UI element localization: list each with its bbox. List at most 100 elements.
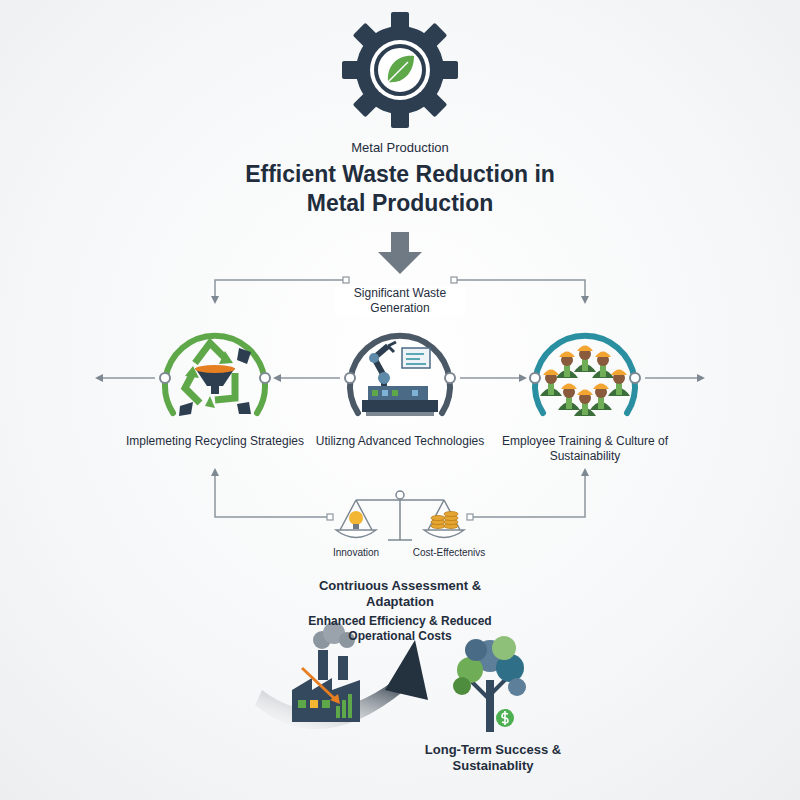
gear-icon [342, 12, 458, 128]
text-label: Enhanced Efficiency & Reduced Operationa… [290, 614, 510, 644]
svg-path [215, 470, 330, 517]
text-label: Metal Production [300, 140, 500, 156]
connector-arrow [275, 377, 340, 379]
svg-rect [564, 365, 570, 377]
svg-rect [318, 650, 328, 680]
svg-path [385, 640, 428, 700]
svg-path [388, 56, 414, 82]
svg-circle [496, 709, 514, 727]
svg-path [378, 252, 422, 274]
svg-rect [353, 524, 359, 529]
svg-rect [486, 680, 494, 732]
bulb-icon [349, 511, 363, 529]
svg-rect [451, 277, 457, 283]
svg-rect [548, 383, 554, 395]
svg-rect [392, 390, 398, 396]
svg-path [302, 668, 336, 700]
svg-rect [467, 514, 473, 520]
svg-path [388, 342, 396, 352]
node-label: Utilizng Advanced Technologies [300, 434, 500, 449]
svg-rect [343, 277, 349, 283]
circle-outline [525, 318, 645, 438]
svg-rect [362, 400, 438, 412]
svg-circle [376, 46, 424, 94]
svg-circle [160, 373, 170, 383]
svg-rect [412, 390, 418, 396]
svg-ellipse [431, 516, 445, 521]
svg-rect [338, 656, 348, 680]
svg-path [97, 377, 155, 379]
svg-path [340, 500, 372, 530]
svg-circle [530, 373, 540, 383]
svg-circle [396, 491, 404, 499]
svg-path [470, 470, 585, 517]
svg-path [559, 352, 575, 358]
tree-icon [453, 636, 526, 732]
svg-circle [378, 372, 390, 384]
icon-circle-node: Employee Training & Culture of Sustainab… [525, 318, 645, 438]
svg-circle [349, 511, 363, 525]
svg-rect [336, 706, 340, 718]
svg-circle [260, 373, 270, 383]
svg-path [561, 384, 577, 390]
icon-circle-node: Implemeting Recycling Strategies [155, 318, 275, 438]
svg-rect [368, 386, 428, 400]
svg-path [330, 694, 340, 704]
svg-g [342, 12, 458, 128]
svg-rect [366, 412, 434, 416]
text-label: Innovation [316, 547, 396, 560]
svg-path [593, 384, 609, 390]
svg-rect [348, 694, 352, 718]
svg-path [388, 62, 408, 82]
node-label: Implemeting Recycling Strategies [115, 434, 315, 449]
svg-path [577, 346, 593, 352]
coins-icon [431, 512, 458, 529]
text-label: Long-Term Success & Sustainablity [408, 742, 578, 775]
svg-rect [566, 397, 572, 409]
svg-path [543, 370, 559, 376]
svg-path [428, 500, 460, 530]
svg-path [577, 390, 593, 396]
svg-path [165, 336, 265, 413]
svg-circle [445, 373, 455, 383]
svg-path [350, 336, 450, 413]
circle-outline [340, 318, 460, 438]
text-label: Cost-Effectenivs [404, 547, 494, 560]
text-label: Contriuous Assessment & Adaptation [290, 578, 510, 611]
circle-outline [155, 318, 275, 438]
bracket-ends [327, 277, 473, 520]
svg-rect [298, 700, 306, 708]
svg-circle [492, 636, 516, 660]
svg-line [388, 539, 412, 541]
bracket-lines [97, 280, 703, 517]
diagram-title: Efficient Waste Reduction in Metal Produ… [240, 160, 560, 218]
svg-path [611, 370, 627, 376]
down-arrow [378, 232, 422, 274]
svg-path [292, 678, 360, 722]
svg-circle [465, 639, 487, 661]
svg-rect [598, 397, 604, 409]
svg-circle [345, 373, 355, 383]
svg-circle [370, 40, 430, 100]
svg-rect [310, 700, 318, 708]
svg-path [179, 348, 251, 416]
svg-circle [369, 353, 379, 363]
svg-circle [453, 677, 471, 695]
svg-path [645, 377, 703, 379]
svg-rect [391, 232, 409, 254]
svg-rect [402, 348, 430, 368]
text-label: Significant Waste Generation [335, 286, 465, 316]
curved-arrow [255, 640, 428, 729]
svg-rect [600, 365, 606, 377]
svg-circle [508, 678, 526, 696]
svg-rect [582, 359, 588, 371]
svg-path [336, 530, 376, 538]
svg-rect [211, 386, 219, 394]
svg-ellipse [444, 512, 458, 517]
svg-path [195, 343, 225, 363]
svg-rect [616, 383, 622, 395]
svg-path [502, 711, 508, 725]
svg-path [535, 336, 635, 413]
svg-rect [382, 390, 388, 396]
svg-path [595, 352, 611, 358]
